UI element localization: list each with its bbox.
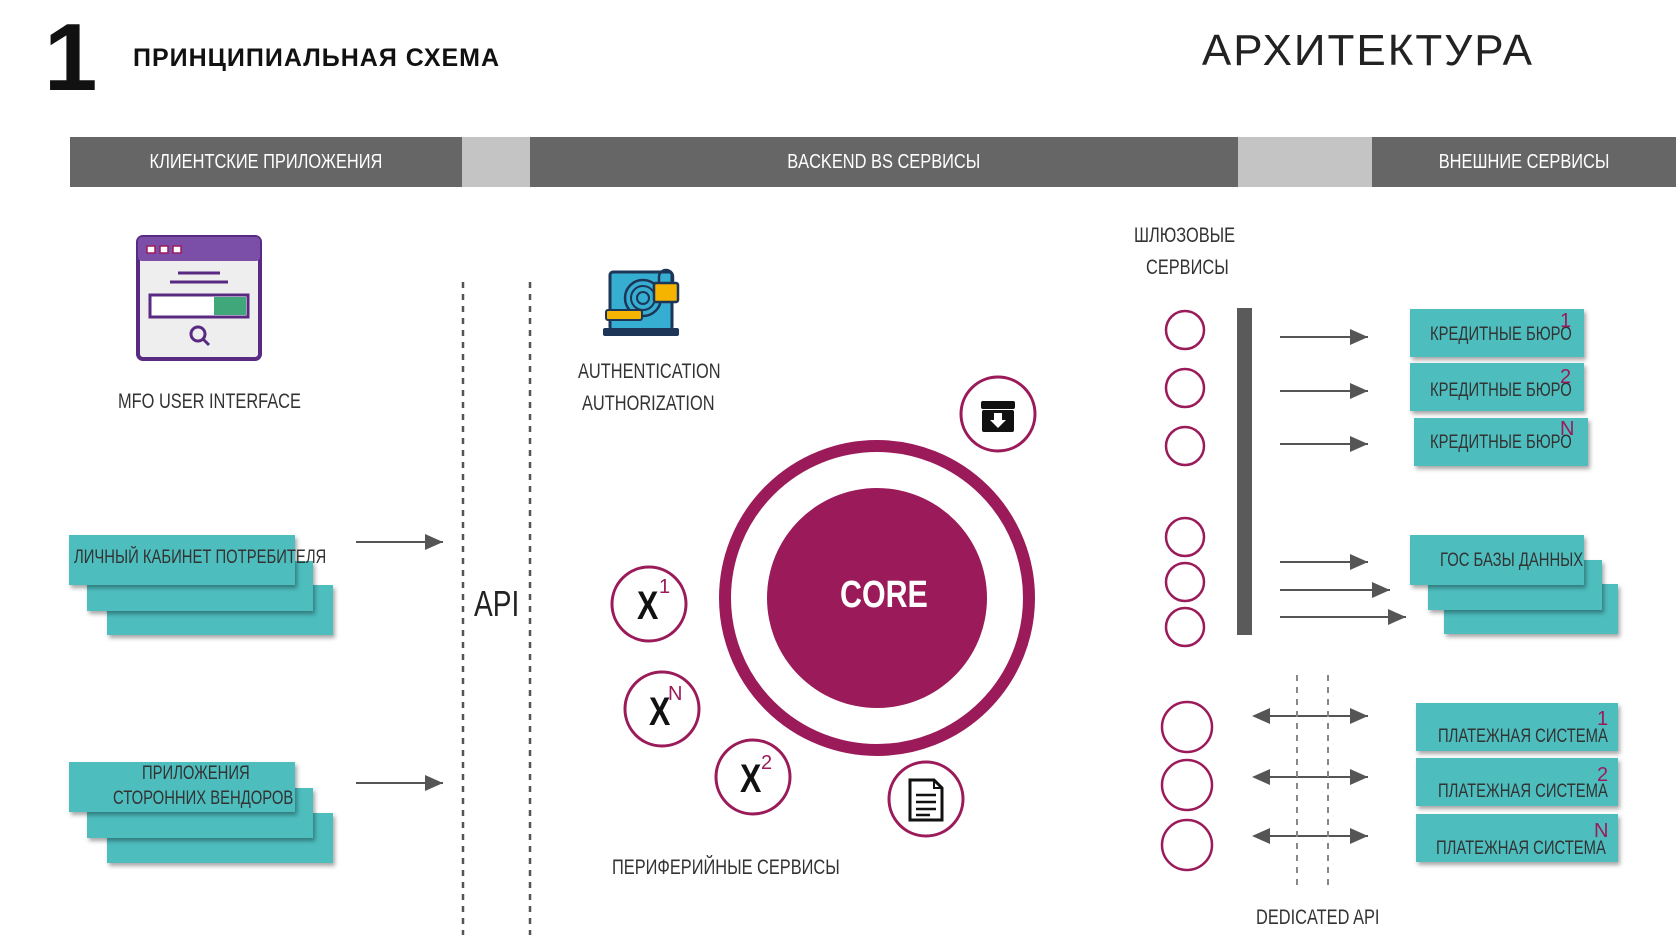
gov-stack [1410, 535, 1618, 634]
xn-sup: N [668, 683, 683, 705]
payment-boxes [1416, 703, 1618, 862]
cabinet-stack [69, 535, 333, 635]
band-clients-label: КЛИЕНТСКИЕ ПРИЛОЖЕНИЯ [149, 150, 383, 173]
bureau-n-sup: N [1560, 418, 1575, 440]
bureau-boxes [1410, 309, 1588, 466]
x1-sup: 1 [659, 576, 671, 598]
core-label: CORE [840, 574, 928, 616]
xn-node [623, 670, 701, 748]
page-title: АРХИТЕКТУРА [1201, 26, 1534, 75]
x2-sup: 2 [761, 752, 773, 774]
bureau-2-label: КРЕДИТНЫЕ БЮРО [1430, 380, 1572, 401]
archive-download-icon [981, 401, 1015, 432]
payment-n-sup: N [1594, 820, 1609, 842]
peripheral-label: ПЕРИФЕРИЙНЫЕ СЕРВИСЫ [612, 856, 840, 879]
gateway-label-line2: СЕРВИСЫ [1146, 256, 1229, 279]
api-label: API [474, 583, 520, 624]
browser-window-icon [136, 235, 262, 361]
x1-label: X [637, 584, 659, 628]
auth-label-line1: AUTHENTICATION [578, 360, 721, 383]
gateway-circles [1160, 309, 1214, 872]
band-backend-label: BACKEND BS СЕРВИСЫ [787, 150, 981, 173]
bureau-1-sup: 1 [1560, 310, 1572, 332]
gov-label: ГОС БАЗЫ ДАННЫХ [1440, 550, 1584, 571]
bureau-n-label: КРЕДИТНЫЕ БЮРО [1430, 432, 1572, 453]
cabinet-label: ЛИЧНЫЙ КАБИНЕТ ПОТРЕБИТЕЛЯ [74, 547, 327, 568]
band-external: ВНЕШНИЕ СЕРВИСЫ [1372, 137, 1676, 187]
bureau-1-label: КРЕДИТНЫЕ БЮРО [1430, 324, 1572, 345]
x2-label: X [740, 757, 762, 801]
fingerprint-lock-icon [603, 268, 680, 336]
ui-label: MFO USER INTERFACE [118, 390, 301, 413]
page-number: 1 [44, 4, 98, 111]
x2-node [714, 738, 792, 816]
document-icon [908, 778, 944, 822]
x1-node [610, 565, 688, 643]
band-clients: КЛИЕНТСКИЕ ПРИЛОЖЕНИЯ [70, 137, 462, 187]
payment-2-sup: 2 [1597, 764, 1609, 786]
bureau-2-sup: 2 [1560, 366, 1572, 388]
payment-2-label: ПЛАТЕЖНАЯ СИСТЕМА [1438, 781, 1608, 802]
auth-label-line2: AUTHORIZATION [582, 392, 715, 415]
core-node [719, 440, 1035, 756]
vendors-label-line2: СТОРОННИХ ВЕНДОРОВ [113, 788, 294, 809]
payment-1-label: ПЛАТЕЖНАЯ СИСТЕМА [1438, 726, 1608, 747]
vendors-stack [69, 762, 333, 863]
dedicated-api-label: DEDICATED API [1256, 906, 1380, 929]
payment-n-label: ПЛАТЕЖНАЯ СИСТЕМА [1436, 838, 1606, 859]
band-backend: BACKEND BS СЕРВИСЫ [530, 137, 1238, 187]
payment-1-sup: 1 [1597, 708, 1609, 730]
band-gap-left [462, 137, 530, 187]
band-gap-right [1238, 137, 1372, 187]
xn-label: X [649, 690, 671, 734]
gateway-bar [1237, 308, 1252, 635]
band-external-label: ВНЕШНИЕ СЕРВИСЫ [1438, 150, 1610, 173]
vendors-label-line1: ПРИЛОЖЕНИЯ [142, 763, 250, 784]
gateway-label-line1: ШЛЮЗОВЫЕ [1134, 224, 1236, 247]
page-subtitle: ПРИНЦИПИАЛЬНАЯ СХЕМА [133, 44, 501, 72]
